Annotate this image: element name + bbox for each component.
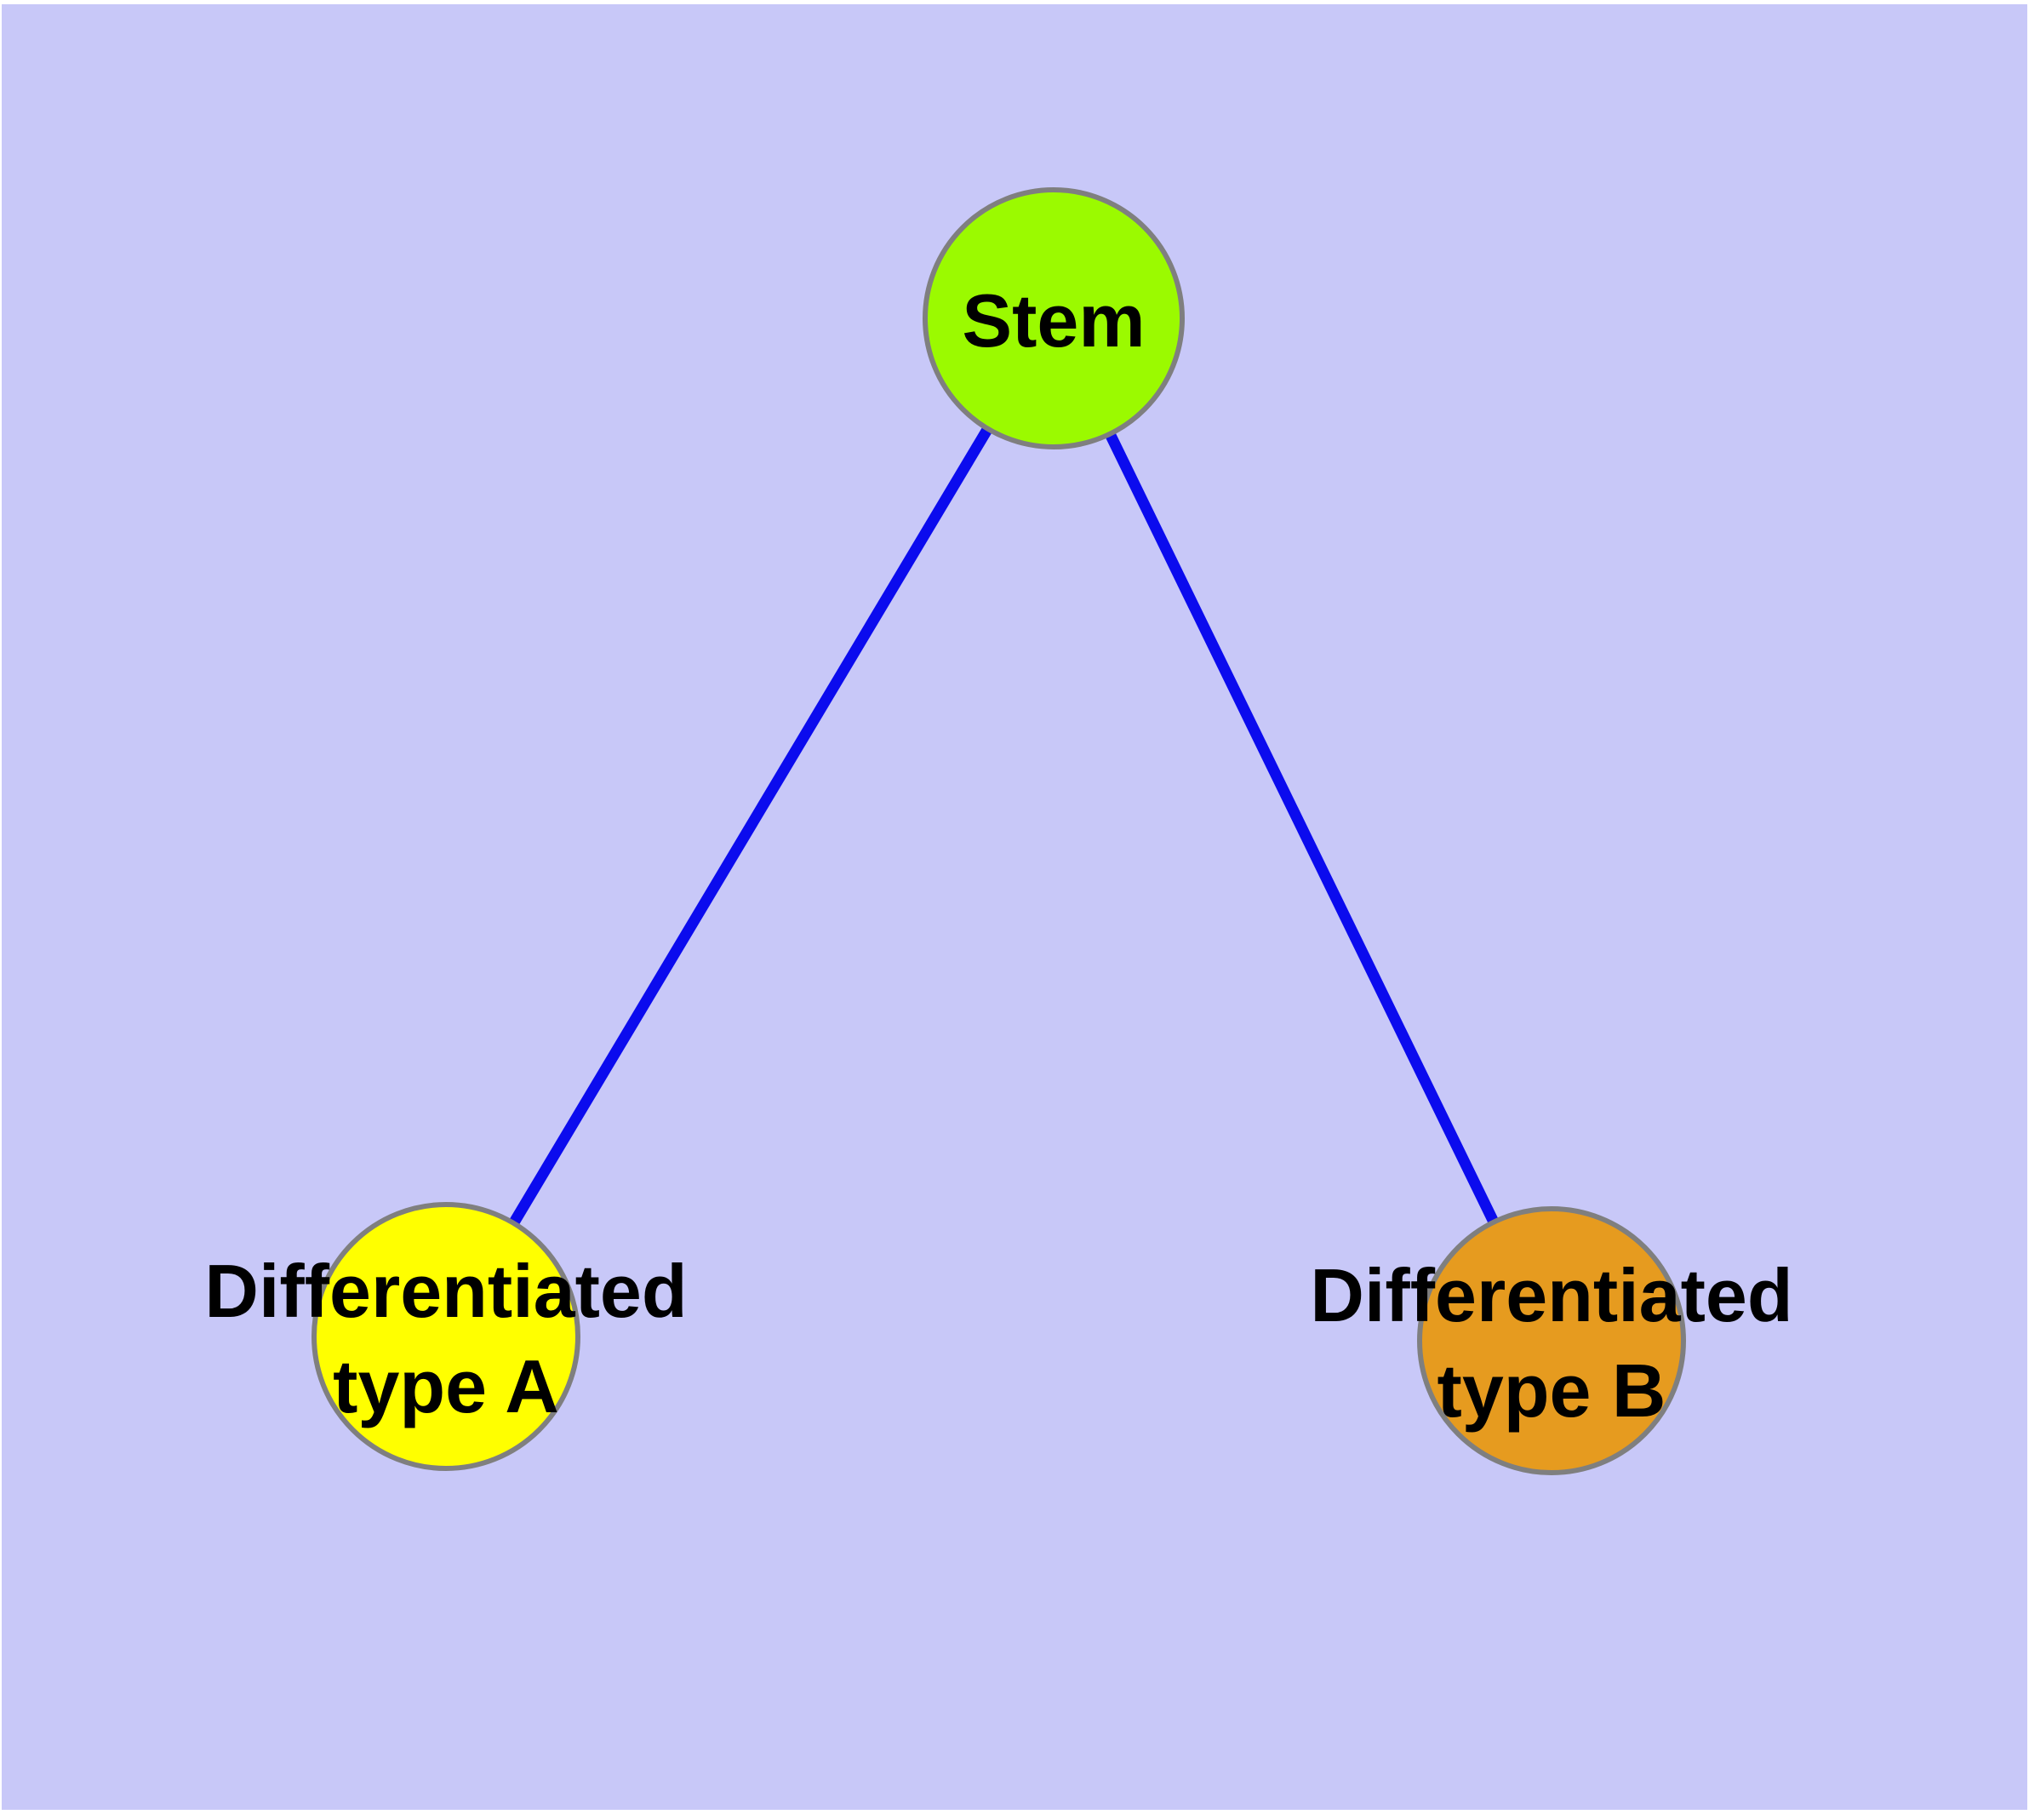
nodes: Stem Differentiated type A Differentiate… <box>204 187 1793 1475</box>
edge-stem-to-differentiated-type-a <box>441 315 1059 1340</box>
edges <box>441 315 1557 1343</box>
node-differentiated-type-a-circle <box>311 1202 580 1471</box>
node-stem-label: Stem <box>962 278 1145 363</box>
node-stem: Stem <box>923 187 1185 449</box>
node-differentiated-type-b-circle <box>1417 1206 1686 1475</box>
node-differentiated-type-b-label-line2: type B <box>1437 1348 1666 1433</box>
node-differentiated-type-a-label-line1: Differentiated <box>204 1249 687 1333</box>
node-differentiated-type-b: Differentiated type B <box>1310 1206 1793 1475</box>
edge-stem-to-differentiated-type-b <box>1049 316 1557 1343</box>
node-stem-circle <box>923 187 1185 449</box>
node-differentiated-type-a-label-line2: type A <box>333 1344 559 1428</box>
node-differentiated-type-a: Differentiated type A <box>204 1202 688 1471</box>
node-differentiated-type-b-label-line1: Differentiated <box>1310 1253 1792 1337</box>
